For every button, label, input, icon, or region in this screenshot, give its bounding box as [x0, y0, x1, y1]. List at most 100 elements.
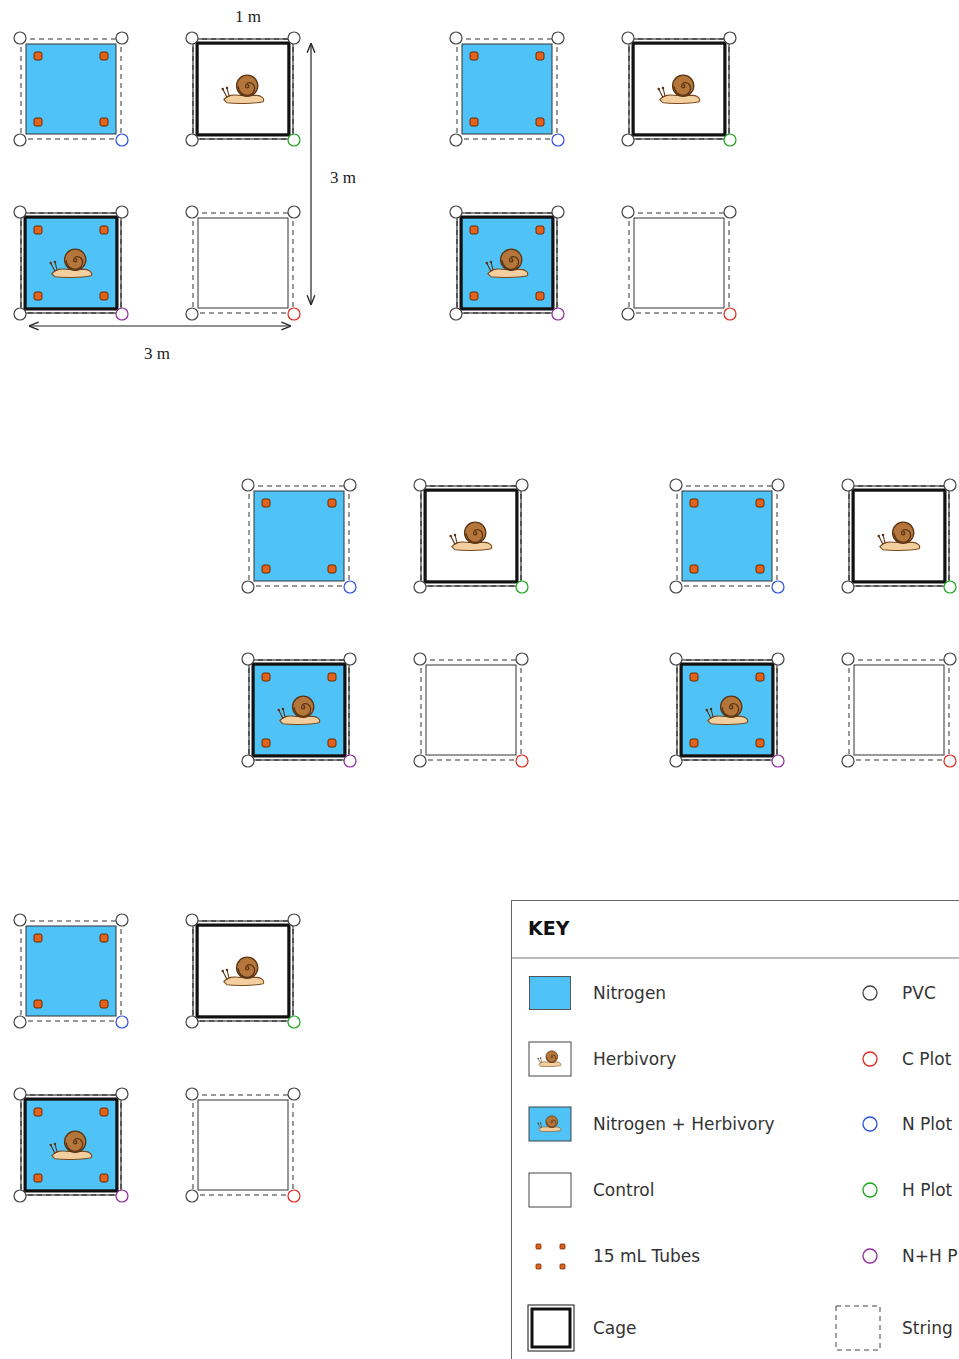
- pvc-post: [450, 134, 462, 146]
- nitrogen-fill: [26, 44, 116, 134]
- pvc-post: [772, 479, 784, 491]
- plot-square: [854, 665, 944, 755]
- pvc-post: [186, 308, 198, 320]
- string-outline: [629, 39, 729, 139]
- string-outline: [21, 213, 121, 313]
- snail-icon: [277, 696, 319, 724]
- plot-marker: [288, 1016, 300, 1028]
- cage-outline: [425, 490, 517, 582]
- pvc-post: [414, 581, 426, 593]
- string-outline: [457, 213, 557, 313]
- tube: [328, 565, 336, 573]
- plot-n: [14, 914, 128, 1028]
- pvc-post: [186, 1088, 198, 1100]
- tube: [536, 1264, 541, 1269]
- legend-label: PVC: [902, 983, 936, 1003]
- legend-label: Nitrogen: [593, 983, 666, 1003]
- pvc-post: [622, 32, 634, 44]
- tube: [690, 565, 698, 573]
- legend-sample: [836, 1306, 880, 1350]
- nitrogen-fill: [254, 665, 344, 755]
- snail-icon: [877, 522, 919, 550]
- cage-outline: [21, 1095, 121, 1195]
- tube: [560, 1264, 565, 1269]
- plot-marker: [772, 581, 784, 593]
- dimension-label: 3 m: [330, 168, 356, 188]
- plot-marker: [116, 134, 128, 146]
- nitrogen-fill: [26, 1100, 116, 1190]
- cage-outline: [849, 486, 949, 586]
- pvc-post: [552, 206, 564, 218]
- pvc-post: [14, 1088, 26, 1100]
- tube: [690, 739, 698, 747]
- tube: [34, 934, 42, 942]
- plot-marker: [516, 755, 528, 767]
- string-outline: [629, 213, 729, 313]
- tube: [262, 499, 270, 507]
- pvc-post: [14, 206, 26, 218]
- legend-label: N+H P: [902, 1246, 957, 1266]
- cage-outline: [25, 217, 117, 309]
- pvc-post: [622, 134, 634, 146]
- pvc-post: [772, 653, 784, 665]
- plot-nh: [14, 206, 128, 320]
- string-outline: [21, 1095, 121, 1195]
- tube: [536, 292, 544, 300]
- legend-label: Herbivory: [593, 1049, 676, 1069]
- legend-marker: [863, 1052, 877, 1066]
- legend-label: String: [902, 1318, 953, 1338]
- plot-c: [186, 206, 300, 320]
- plot-marker: [724, 308, 736, 320]
- plot-marker: [288, 134, 300, 146]
- pvc-post: [186, 914, 198, 926]
- nitrogen-fill: [462, 218, 552, 308]
- cage-outline: [457, 213, 557, 313]
- plot-marker: [288, 308, 300, 320]
- tube: [262, 673, 270, 681]
- plot-marker: [552, 134, 564, 146]
- tube: [536, 1244, 541, 1249]
- plot-square: [198, 1100, 288, 1190]
- snail-icon: [221, 957, 263, 985]
- pvc-post: [414, 653, 426, 665]
- cage-outline: [197, 925, 289, 1017]
- plot-marker: [344, 755, 356, 767]
- pvc-post: [14, 308, 26, 320]
- pvc-post: [842, 653, 854, 665]
- plot-square: [634, 218, 724, 308]
- pvc-post: [186, 32, 198, 44]
- tube: [470, 52, 478, 60]
- plot-n: [450, 32, 564, 146]
- nitrogen-fill: [462, 44, 552, 134]
- pvc-post: [242, 479, 254, 491]
- pvc-post: [344, 479, 356, 491]
- cage-outline: [197, 43, 289, 135]
- legend-label: 15 mL Tubes: [593, 1246, 700, 1266]
- cage-outline: [193, 39, 293, 139]
- pvc-post: [622, 206, 634, 218]
- tube: [34, 1108, 42, 1116]
- dimension-arrow: [310, 44, 311, 304]
- tube: [34, 1174, 42, 1182]
- plot-marker: [944, 581, 956, 593]
- cage-outline: [853, 490, 945, 582]
- legend-marker: [863, 1183, 877, 1197]
- snail-icon: [705, 696, 747, 724]
- plot-square: [198, 926, 288, 1016]
- pvc-post: [242, 581, 254, 593]
- plot-h: [414, 479, 528, 593]
- pvc-post: [670, 581, 682, 593]
- string-outline: [193, 1095, 293, 1195]
- string-outline: [849, 660, 949, 760]
- string-outline: [249, 486, 349, 586]
- pvc-post: [450, 32, 462, 44]
- tube: [262, 565, 270, 573]
- tube: [470, 226, 478, 234]
- tube: [100, 292, 108, 300]
- pvc-post: [552, 32, 564, 44]
- legend-label: Control: [593, 1180, 654, 1200]
- cage-outline: [421, 486, 521, 586]
- cage-outline: [633, 43, 725, 135]
- pvc-post: [944, 653, 956, 665]
